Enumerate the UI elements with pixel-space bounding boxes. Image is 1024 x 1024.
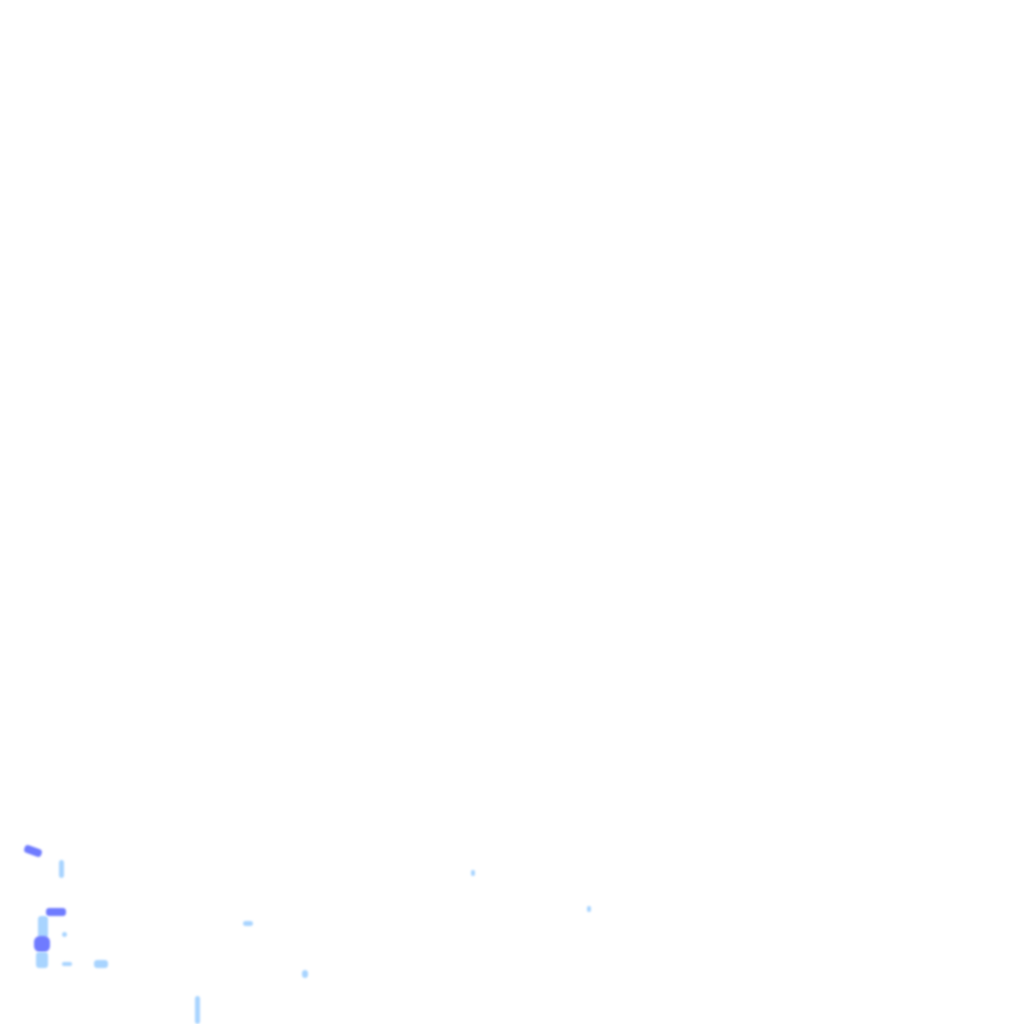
artifact-mark xyxy=(243,921,253,926)
artifact-mark xyxy=(62,932,67,937)
artifact-mark xyxy=(195,996,200,1024)
artifact-mark xyxy=(36,952,48,968)
artifact-mark xyxy=(23,844,43,858)
artifact-mark xyxy=(94,960,108,968)
artifact-mark xyxy=(34,936,50,952)
artifact-mark xyxy=(587,906,591,912)
artifact-mark xyxy=(38,916,48,938)
artifact-mark xyxy=(62,962,72,966)
artifact-mark xyxy=(46,908,66,916)
artifact-mark xyxy=(471,870,475,876)
artifact-mark xyxy=(302,970,308,978)
artifact-mark xyxy=(59,860,64,878)
